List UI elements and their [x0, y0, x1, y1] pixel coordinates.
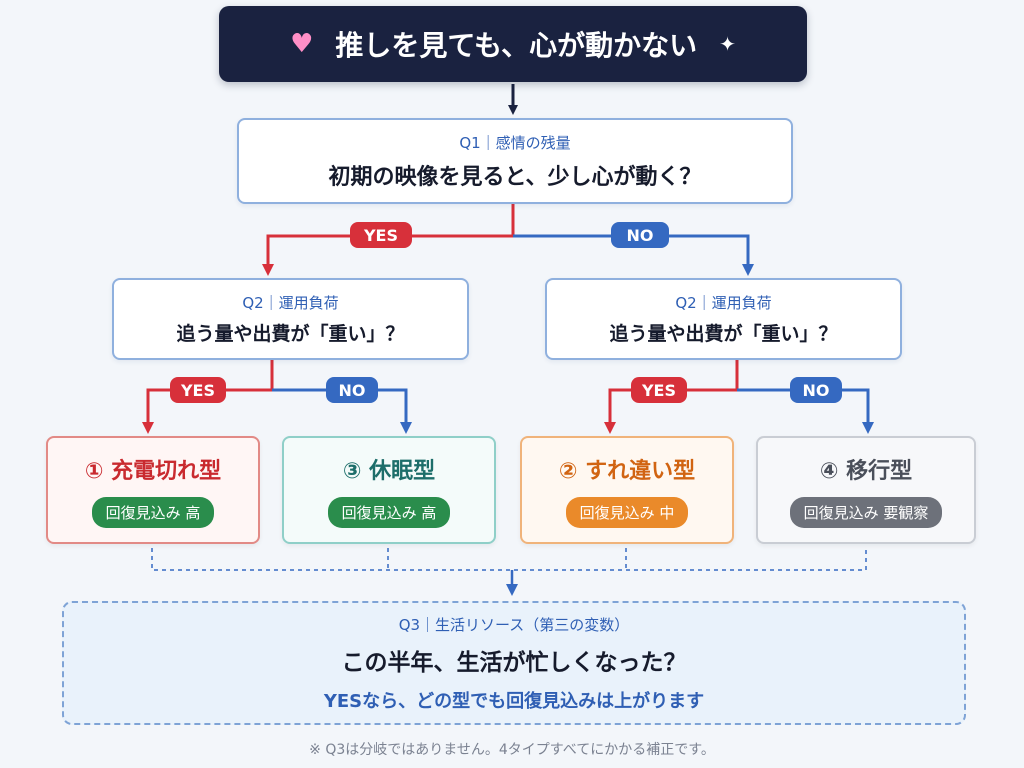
q2-right-yes-label: YES [631, 377, 687, 403]
question-2-right-label: Q2｜運用負荷 [675, 294, 772, 312]
sparkle-icon: ✦ [719, 32, 736, 56]
result-type-1-title: ① 充電切れ型 [84, 458, 222, 484]
question-1-text: 初期の映像を見ると、少し心が動く？ [328, 164, 702, 190]
question-2-left-text: 追う量や出費が「重い」？ [176, 323, 405, 345]
dashed-join-line [151, 548, 867, 571]
q2-right-no-label: NO [790, 377, 842, 403]
heart-icon: ♥ [290, 29, 314, 59]
question-2-left-label: Q2｜運用負荷 [242, 294, 339, 312]
result-type-2-title: ② すれ違い型 [558, 458, 696, 484]
result-type-4: ④ 移行型 回復見込み 要観察 [756, 436, 976, 544]
question-3-label: Q3｜生活リソース（第三の変数） [398, 615, 630, 634]
result-type-2: ② すれ違い型 回復見込み 中 [520, 436, 734, 544]
question-3-note: YESなら、どの型でも回復見込みは上がります [323, 690, 705, 712]
result-type-2-badge: 回復見込み 中 [565, 496, 689, 528]
footnote: ※ Q3は分岐ではありません。4タイプすべてにかかる補正です。 [309, 742, 715, 758]
q1-yes-label: YES [350, 222, 412, 248]
arrow-q1-no [513, 234, 754, 276]
question-2-right-box: Q2｜運用負荷 追う量や出費が「重い」？ [545, 278, 902, 360]
question-2-right-text: 追う量や出費が「重い」？ [609, 323, 838, 345]
question-1-label: Q1｜感情の残量 [459, 133, 571, 152]
question-1-box: Q1｜感情の残量 初期の映像を見ると、少し心が動く？ [237, 118, 793, 204]
q2-left-no-label: NO [326, 377, 378, 403]
arrow-q2r-no [737, 388, 874, 434]
question-3-text: この半年、生活が忙しくなった？ [341, 649, 687, 676]
result-type-1-badge: 回復見込み 高 [91, 496, 215, 528]
result-type-4-title: ④ 移行型 [819, 458, 913, 484]
q1-no-label: NO [611, 222, 669, 248]
question-2-left-box: Q2｜運用負荷 追う量や出費が「重い」？ [112, 278, 469, 360]
result-type-3-badge: 回復見込み 高 [327, 496, 451, 528]
page-title: ♥ 推しを見ても、心が動かない ✦ [219, 6, 807, 82]
question-3-box: Q3｜生活リソース（第三の変数） この半年、生活が忙しくなった？ YESなら、ど… [62, 601, 966, 725]
result-type-3-title: ③ 休眠型 [342, 458, 436, 484]
result-type-3: ③ 休眠型 回復見込み 高 [282, 436, 496, 544]
result-type-1: ① 充電切れ型 回復見込み 高 [46, 436, 260, 544]
q2-left-yes-label: YES [170, 377, 226, 403]
page-title-text: 推しを見ても、心が動かない [335, 29, 698, 62]
arrow-q2l-no [272, 388, 412, 434]
result-type-4-badge: 回復見込み 要観察 [789, 496, 943, 528]
